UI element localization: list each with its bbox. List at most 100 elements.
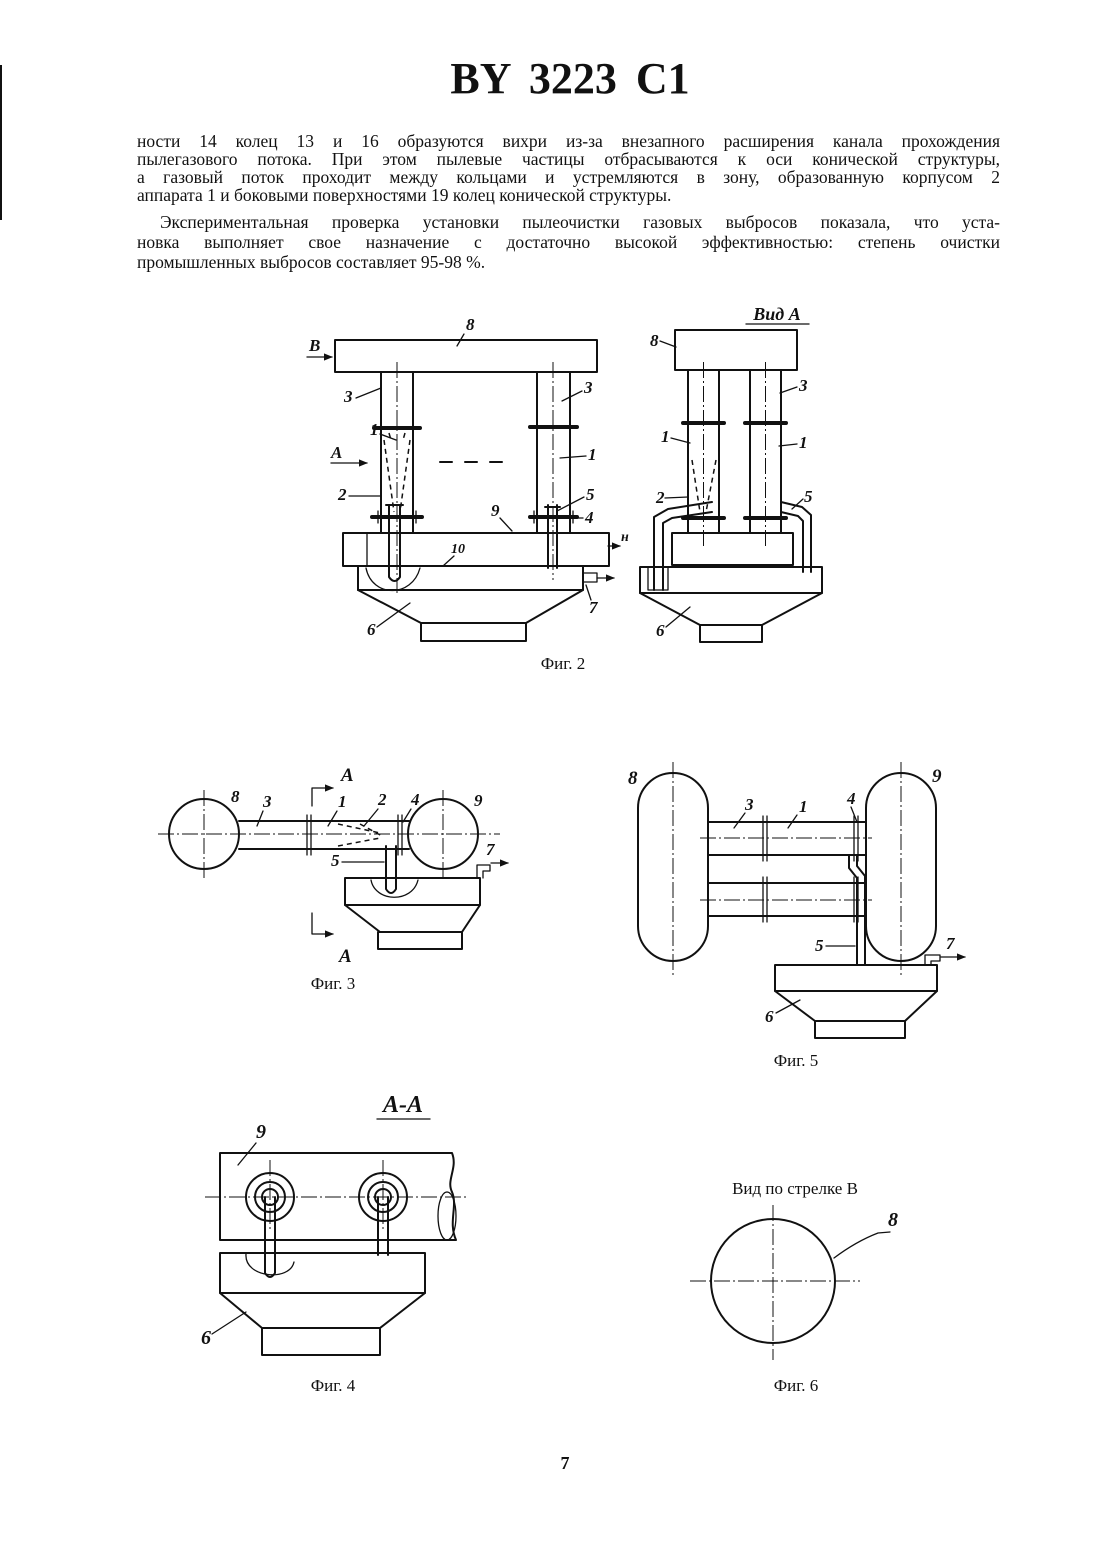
hopper-cutaway	[371, 880, 418, 897]
leader-3	[780, 387, 797, 393]
leader-9	[500, 518, 512, 531]
hopper-6-outlet	[262, 1328, 380, 1355]
label-2: 2	[655, 488, 665, 507]
leader-1-left	[380, 434, 396, 440]
view-arrow-b-title: Вид по стрелке В	[732, 1179, 858, 1198]
label-arrow-h: н	[621, 530, 629, 545]
label-section-top: А	[340, 765, 354, 786]
label-8: 8	[650, 331, 659, 350]
label-arrow-a: А	[330, 443, 342, 462]
leader-3-right	[562, 391, 582, 401]
label-3-right: 3	[583, 378, 593, 397]
fig2-view-a: Вид А 8 3 1 1 2 5 6	[640, 304, 822, 642]
label-3: 3	[744, 795, 754, 814]
hopper-6-top	[640, 567, 822, 593]
fig2-caption: Фиг. 2	[541, 654, 586, 673]
leader-6	[212, 1312, 246, 1334]
ring-group-right	[359, 1160, 407, 1232]
outlet-pipe-7	[477, 865, 490, 878]
label-10: 10	[451, 542, 465, 557]
label-8: 8	[888, 1209, 898, 1231]
page-number: 7	[561, 1453, 570, 1473]
leader-8	[660, 341, 676, 347]
label-8: 8	[231, 787, 240, 806]
leader-2	[665, 497, 688, 498]
label-9: 9	[932, 766, 942, 787]
label-2: 2	[377, 790, 387, 809]
section-title: А-А	[381, 1092, 423, 1118]
pipe-centerlines	[700, 838, 872, 900]
hopper-6-top	[345, 878, 480, 905]
leader-3-left	[356, 388, 381, 398]
tube-walls	[688, 370, 781, 533]
label-8: 8	[466, 315, 475, 334]
hopper-6-top	[220, 1253, 425, 1293]
box-9	[343, 533, 609, 566]
leader-8	[834, 1232, 890, 1258]
hopper-6-outlet	[421, 623, 526, 641]
fig5: 8 9 3 1 4 5 7 6	[628, 762, 965, 1038]
label-1-right: 1	[588, 445, 597, 464]
pipe-walls	[239, 821, 409, 849]
leader-10	[443, 556, 454, 566]
outlet-pipe-7	[925, 955, 940, 965]
fig6: Вид по стрелке В 8	[690, 1179, 898, 1360]
fig6-caption: Фиг. 6	[774, 1376, 819, 1395]
hopper-6-cone	[358, 590, 583, 623]
fig4: А-А 9 6	[201, 1092, 468, 1355]
hopper-6-cone	[775, 991, 937, 1021]
label-3: 3	[798, 376, 808, 395]
fig3: 8 3 1 2 4 9 5 А А 7	[158, 765, 508, 967]
label-1-left: 1	[370, 420, 379, 439]
ring-bands	[763, 816, 858, 922]
leader-1-right	[560, 456, 586, 458]
top-box-8	[335, 340, 597, 372]
leader-1	[328, 811, 337, 826]
hopper-cutaway	[648, 568, 668, 590]
hopper-6-cone	[345, 905, 480, 932]
label-7: 7	[589, 598, 599, 617]
right-dust-pipe	[781, 502, 811, 572]
hopper-cutaway	[366, 568, 420, 591]
section-arrow-top	[312, 788, 333, 806]
label-6: 6	[367, 620, 376, 639]
label-1: 1	[338, 792, 347, 811]
label-1: 1	[799, 797, 808, 816]
outlet-pipe-7	[583, 573, 597, 582]
label-4: 4	[846, 789, 856, 808]
fig4-caption: Фиг. 4	[311, 1376, 356, 1395]
hopper-6-top	[775, 965, 937, 991]
label-3: 3	[262, 792, 272, 811]
label-7: 7	[946, 934, 956, 953]
label-6: 6	[765, 1007, 774, 1026]
section-arrow-bottom	[312, 913, 333, 934]
hopper-6-cone	[220, 1293, 425, 1328]
top-box-8	[675, 330, 797, 370]
ring-group-left	[246, 1160, 294, 1232]
leader-2	[364, 809, 378, 826]
label-arrow-b: В	[308, 336, 320, 355]
box-9	[672, 533, 793, 565]
fig3-caption: Фиг. 3	[311, 974, 356, 993]
leader-3	[734, 813, 745, 828]
hopper-6-outlet	[700, 625, 762, 642]
hopper-6-cone	[640, 593, 822, 625]
label-9: 9	[491, 501, 500, 520]
fig2-front-view: 8 В 3 1 А 2 3 1 5 4 9 н	[307, 315, 629, 641]
cone-structure	[338, 824, 382, 846]
label-9: 9	[474, 791, 483, 810]
label-5: 5	[815, 936, 824, 955]
view-a-title: Вид А	[752, 304, 800, 324]
leader-3	[257, 811, 263, 826]
label-7: 7	[486, 840, 496, 859]
label-2: 2	[337, 485, 347, 504]
fig5-caption: Фиг. 5	[774, 1051, 819, 1070]
label-4: 4	[584, 508, 594, 527]
dust-pipe-5	[386, 846, 396, 893]
hopper-cutaway	[246, 1254, 294, 1275]
label-5: 5	[331, 851, 340, 870]
label-3-left: 3	[343, 387, 353, 406]
tube-centerlines	[704, 362, 766, 548]
label-6: 6	[656, 621, 665, 640]
